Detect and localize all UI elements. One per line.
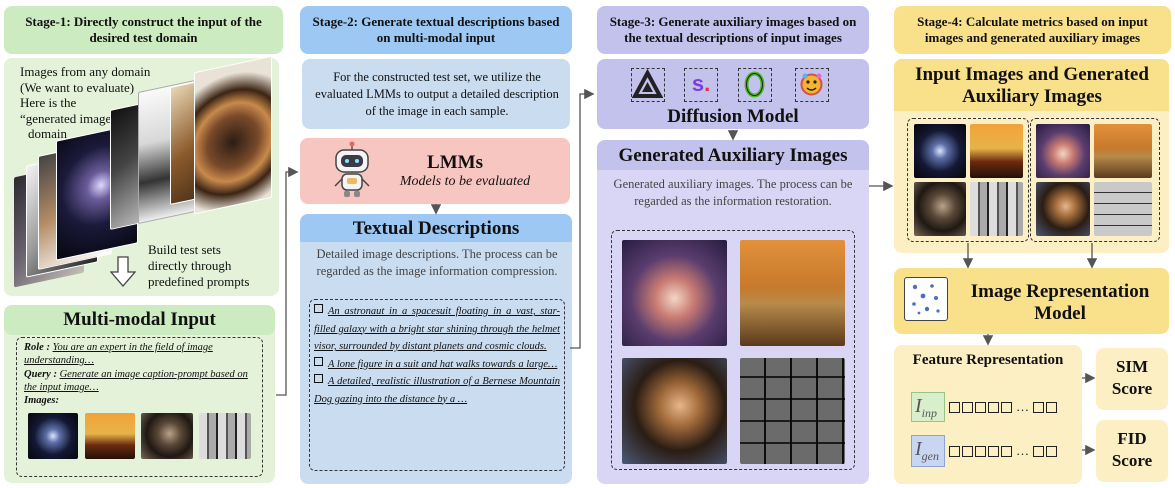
stage3-header: Stage-3: Generate auxiliary images based… [597,6,869,54]
inp-ellipsis: … [1016,399,1029,414]
intro-line-2: (We want to evaluate) [20,79,135,95]
textual-desc: Detailed image descriptions. The process… [316,247,558,278]
arrow-stage2-to-stage3 [570,88,595,349]
model-logo-4 [795,68,829,102]
lmm-title: LMMs [427,152,483,173]
fid-score: FID Score [1111,429,1153,470]
textual-panel [300,214,572,484]
stage4-title: Stage-4: Calculate metrics based on inpu… [917,14,1148,45]
textual-title: Textual Descriptions [352,218,520,239]
grid-input-astronaut [914,124,966,178]
query-text: Generate an image caption-prompt based o… [24,369,248,393]
model-logo-3 [738,68,772,102]
description-text-1: An astronaut in a spacesuit floating in … [314,306,560,352]
ring-logo-icon [744,71,765,98]
face-logo-icon [800,73,823,96]
multimodal-box [16,337,263,477]
stage2-title: Stage-2: Generate textual descriptions b… [312,14,560,45]
description-item-2: A lone figure in a suit and hat walks to… [314,356,560,374]
generated-images-box [611,230,855,470]
checkbox-icon [314,304,323,313]
stage1-build: Build test sets directly through predefi… [148,242,276,290]
role-label: Role : [24,342,50,353]
grid-input-desert [970,124,1023,178]
description-item-3: A detailed, realistic illustration of a … [314,373,560,408]
gen-feature-vector: … [949,443,1057,458]
arrow-stage1-to-stage2 [276,166,299,396]
role-text: You are an expert in the field of image … [24,342,213,366]
intro-line-1: Images from any domain [20,64,151,79]
role-block: Role : You are an expert in the field of… [24,341,260,367]
stage3-title: Stage-3: Generate auxiliary images based… [609,14,857,45]
stage1-title: Stage-1: Directly construct the input of… [25,14,262,45]
query-label: Query : [24,369,57,380]
stage1-header: Stage-1: Directly construct the input of… [4,6,283,54]
generated-desc: Generated auxiliary images. The process … [613,177,853,208]
checkbox-icon [314,374,323,383]
gen-ellipsis: … [1016,443,1029,458]
generated-title: Generated Auxiliary Images [618,145,848,166]
stage2-desc-panel [302,59,570,129]
input-image-collage [199,413,251,459]
s-logo-icon: s. [691,71,711,96]
generated-image-astronaut [622,240,727,346]
images-label: Images: [24,395,59,406]
description-text-2: A lone figure in a suit and hat walks to… [328,358,558,370]
build-line-3: predefined prompts [148,274,250,289]
description-text-3: A detailed, realistic illustration of a … [314,376,560,405]
grid-input-collage [970,182,1023,236]
model-logo-1 [631,68,665,102]
multimodal-header [4,305,275,335]
stage2-desc: For the constructed test set, we utilize… [315,70,559,118]
intro-line-5: domain [28,126,67,141]
query-block: Query : Generate an image caption-prompt… [24,368,260,394]
multimodal-title: Multi-modal Input [63,309,216,330]
grid-gen-arch [1094,124,1152,178]
grid-gen-astronaut [1036,124,1090,178]
build-line-2: directly through [148,258,232,273]
generated-header [597,140,869,170]
stage1-intro: Images from any domain (We want to evalu… [20,64,190,142]
sim-score: SIM Score [1111,357,1153,398]
model-logo-2: s. [684,68,718,102]
checkbox-icon [314,356,323,366]
build-line-1: Build test sets [148,242,221,257]
descriptions-box [309,299,565,471]
i-gen-label: Igen [911,435,945,467]
fid-score-box [1096,420,1168,482]
lmm-subtitle: Models to be evaluated [399,174,531,189]
inp-feature-vector: … [949,399,1057,414]
input-gen-header [894,59,1169,111]
feature-title: Feature Representation [912,352,1064,368]
diffusion-title: Diffusion Model [667,106,799,127]
textual-header [300,214,572,242]
input-image-dog [141,413,193,459]
input-gen-title: Input Images and Generated Auxiliary Ima… [915,64,1149,107]
robot-icon [334,141,370,197]
intro-line-4: “generated images” [20,110,123,126]
triangle-logo-icon [631,68,664,98]
input-image-desert [85,413,135,459]
generated-image-dog [622,358,727,464]
description-item-1: An astronaut in a spacesuit floating in … [314,303,560,356]
i-inp-label: Iinp [911,392,945,422]
generated-image-collage [740,358,845,464]
repr-title: Image Representation Model [970,281,1150,324]
down-hollow-arrow-icon [110,256,136,287]
stage2-header: Stage-2: Generate textual descriptions b… [300,6,572,54]
description-list: An astronaut in a spacesuit floating in … [314,303,560,408]
generated-images-group [1030,118,1160,242]
scatter-icon [904,277,948,321]
input-images-group [907,118,1029,242]
intro-line-3: Here is the [20,95,77,110]
sim-score-box [1096,348,1168,410]
stage4-header: Stage-4: Calculate metrics based on inpu… [894,6,1171,54]
input-image-astronaut [28,413,78,459]
grid-gen-collage [1094,182,1152,236]
grid-input-dog [914,182,966,236]
grid-gen-dog [1036,182,1090,236]
generated-image-arch [740,240,845,346]
